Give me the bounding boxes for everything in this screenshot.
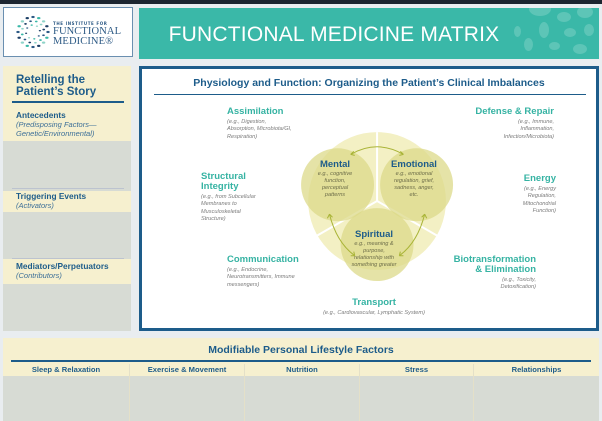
emotional-label: Emotional e.g., emotional regulation, gr…	[391, 159, 437, 198]
antecedents-subtitle: (Predisposing Factors— Genetic/Environme…	[16, 120, 97, 138]
logo-dot	[46, 30, 50, 34]
lifestyle-divider	[11, 360, 591, 362]
logo-line-2: MEDICINE®	[53, 36, 114, 47]
logo-dot	[37, 35, 40, 37]
node-assimilation: Assimilation (e.g., Digestion, Absorptio…	[227, 106, 292, 140]
story-title: Retelling the Patient’s Story	[16, 74, 97, 98]
story-divider	[12, 101, 124, 103]
column-header: Stress	[404, 365, 429, 374]
spiritual-label: Spiritual e.g., meaning & purpose, relat…	[351, 229, 397, 268]
logo-dot	[20, 41, 25, 44]
logo-dot	[26, 27, 29, 29]
logo-dot	[45, 25, 49, 28]
column-header: Sleep & Relaxation	[31, 365, 101, 374]
lifestyle-column-nutrition: Nutrition	[245, 362, 359, 421]
logo-small-text: THE INSTITUTE FOR	[53, 21, 108, 26]
logo-dot	[45, 36, 49, 39]
physiology-title: Physiology and Function: Organizing the …	[193, 77, 545, 89]
logo-dot	[20, 20, 25, 23]
logo-dot	[42, 34, 45, 37]
logo-dot	[37, 17, 41, 20]
logo-dot	[29, 20, 32, 23]
triggering-events-heading: Triggering Events	[16, 191, 87, 201]
lifestyle-title: Modifiable Personal Lifestyle Factors	[208, 344, 394, 356]
physiology-divider	[154, 94, 586, 95]
logo-dot	[27, 37, 31, 39]
logo-dot	[16, 30, 20, 34]
physiology-panel: Physiology and Function: Organizing the …	[139, 66, 599, 331]
node-defense-repair: Defense & Repair (e.g., Immune, Inflamma…	[475, 106, 554, 140]
logo-dot	[21, 27, 24, 30]
column-header: Nutrition	[286, 365, 318, 374]
logo-dot	[41, 20, 46, 23]
column-divider	[244, 364, 245, 421]
logo-dot	[39, 23, 43, 26]
page-title: FUNCTIONAL MEDICINE MATRIX	[168, 23, 500, 46]
column-divider	[129, 364, 130, 421]
logo-dot	[17, 25, 21, 28]
logo-dot	[39, 39, 42, 41]
logo-dot	[31, 15, 35, 19]
mediators-field[interactable]	[3, 284, 131, 331]
node-transport: Transport (e.g., Cardiovascular, Lymphat…	[323, 297, 425, 317]
title-banner: FUNCTIONAL MEDICINE MATRIX	[139, 8, 599, 59]
node-biotransformation: Biotransformation& Elimination (e.g., To…	[453, 254, 536, 291]
logo-dot	[35, 25, 39, 27]
section-divider	[12, 188, 124, 189]
logo-dot	[25, 17, 29, 20]
logo-dot	[34, 20, 38, 23]
ifm-logo: THE INSTITUTE FOR FUNCTIONAL MEDICINE®	[3, 7, 133, 57]
lifestyle-column-stress: Stress	[360, 362, 473, 421]
logo-dot	[30, 24, 33, 26]
column-header: Exercise & Movement	[147, 365, 227, 374]
logo-dot	[38, 30, 41, 32]
logo-dot	[41, 41, 46, 44]
logo-dot	[24, 23, 27, 25]
section-divider	[12, 258, 124, 259]
logo-dot	[37, 44, 41, 47]
antecedents-heading: Antecedents	[16, 110, 66, 120]
logo-dot	[28, 41, 32, 44]
antecedents-field[interactable]	[3, 141, 131, 191]
top-dark-bar	[0, 0, 602, 4]
mediators-subtitle: (Contributors)	[16, 271, 62, 280]
logo-dot	[23, 38, 27, 41]
column-divider	[473, 364, 474, 421]
logo-dot	[20, 33, 24, 36]
mediators-heading: Mediators/Perpetuators	[16, 261, 109, 271]
logo-dot	[42, 28, 46, 31]
lifestyle-column-sleep: Sleep & Relaxation	[3, 362, 129, 421]
patient-story-panel: Retelling the Patient’s Story Antecedent…	[3, 66, 131, 331]
nutrition-field[interactable]	[245, 376, 359, 421]
lifestyle-factors-panel: Modifiable Personal Lifestyle Factors Sl…	[3, 338, 599, 421]
logo-dot	[25, 44, 29, 47]
relationships-field[interactable]	[474, 376, 599, 421]
triggering-events-field[interactable]	[3, 212, 131, 259]
mental-label: Mental e.g., cognitive function, percept…	[317, 159, 353, 198]
arrow-mental-emotional	[350, 146, 404, 155]
stress-field[interactable]	[360, 376, 473, 421]
node-energy: Energy (e.g., Energy Regulation, Mitocho…	[522, 173, 556, 215]
sleep-field[interactable]	[3, 376, 129, 421]
column-header: Relationships	[511, 365, 562, 374]
logo-dot	[17, 36, 21, 39]
triggering-events-subtitle: (Activators)	[16, 201, 54, 210]
logo-dot	[25, 32, 28, 34]
logo-dot	[34, 41, 37, 44]
logo-line-1: FUNCTIONAL	[53, 26, 122, 37]
logo-dot	[31, 45, 35, 49]
ifm-dotted-circle-logo-icon	[16, 15, 50, 49]
column-divider	[359, 364, 360, 421]
logo-dot	[33, 38, 36, 40]
lifestyle-column-relationships: Relationships	[474, 362, 599, 421]
lifestyle-column-exercise: Exercise & Movement	[130, 362, 244, 421]
node-communication: Communication (e.g., Endocrine, Neurotra…	[227, 254, 299, 288]
exercise-field[interactable]	[130, 376, 244, 421]
